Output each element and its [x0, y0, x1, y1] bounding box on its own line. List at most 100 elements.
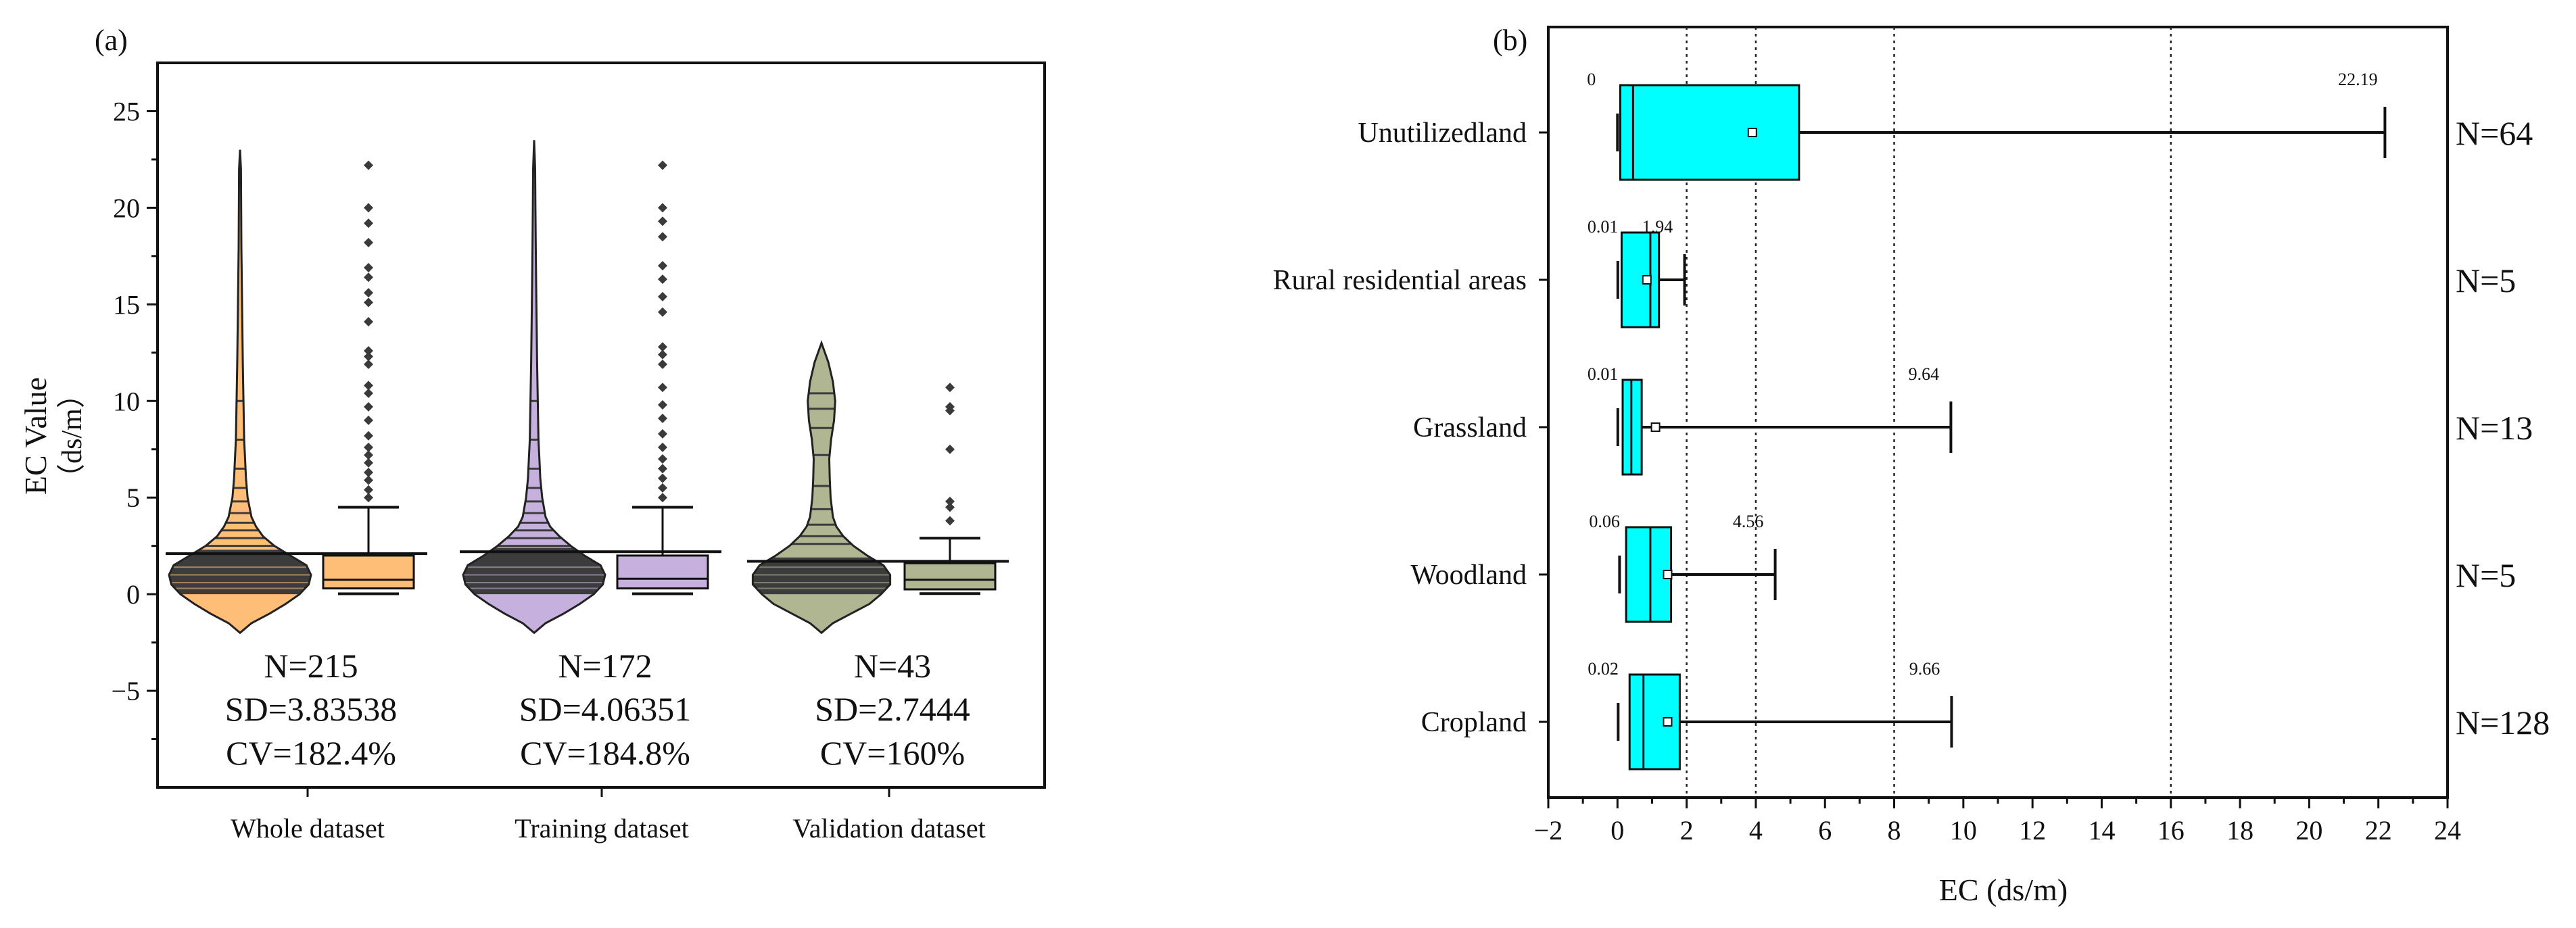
y-axis-label-line1: EC Value — [18, 377, 53, 495]
x-tick-label: 18 — [2226, 815, 2253, 846]
x-tick-label: 10 — [1950, 815, 1977, 846]
outlier-point — [658, 493, 667, 503]
n-label: N=13 — [2456, 409, 2533, 447]
outlier-point — [364, 475, 373, 485]
cv-label: CV=160% — [820, 734, 965, 772]
x-tick-label: 4 — [1749, 815, 1763, 846]
outlier-point — [364, 160, 373, 170]
x-tick-label: Validation dataset — [792, 813, 985, 844]
category-label: Rural residential areas — [1273, 265, 1527, 296]
outlier-point — [364, 468, 373, 478]
panel-a-stats-labels: N=215SD=3.83538CV=182.4%N=172SD=4.06351C… — [225, 647, 970, 772]
panel-b-label: (b) — [1493, 24, 1527, 57]
max-label: 4.56 — [1733, 512, 1764, 531]
min-label: 0.01 — [1588, 364, 1619, 384]
mean-marker — [1663, 570, 1673, 579]
y-tick-label: −5 — [111, 676, 140, 706]
n-label: N=172 — [558, 647, 652, 685]
sd-label: SD=4.06351 — [519, 690, 692, 728]
outlier-point — [658, 454, 667, 464]
sd-label: SD=2.7444 — [815, 690, 970, 728]
outlier-point — [658, 429, 667, 439]
box-0 — [322, 554, 415, 590]
violin-outline-0 — [168, 149, 312, 635]
outlier-point — [364, 493, 373, 503]
outlier-point — [658, 261, 667, 271]
x-tick-label: 6 — [1818, 815, 1832, 846]
outlier-point — [945, 496, 955, 506]
panel-b-x-axis-label: EC (ds/m) — [1939, 873, 2068, 907]
max-label: 22.19 — [2338, 70, 2378, 89]
outlier-point — [364, 415, 373, 425]
outlier-point — [364, 203, 373, 213]
outlier-point — [364, 263, 373, 273]
mean-marker — [1747, 128, 1757, 137]
violin-outline-1 — [462, 140, 606, 635]
category-label: Unutilizedland — [1358, 118, 1527, 149]
outlier-point — [945, 516, 955, 526]
outlier-point — [658, 359, 667, 369]
outlier-point — [364, 288, 373, 298]
outlier-point — [364, 388, 373, 398]
cv-label: CV=184.8% — [520, 734, 690, 772]
y-tick-label: 10 — [113, 386, 140, 416]
outlier-point — [658, 349, 667, 360]
x-tick-label: 8 — [1888, 815, 1901, 846]
mean-marker — [1663, 717, 1673, 727]
panel-a-y-axis-label: EC Value （ds/m） — [18, 377, 88, 495]
min-label: 0.01 — [1588, 217, 1619, 237]
outlier-point — [364, 351, 373, 362]
mean-marker — [1642, 275, 1652, 285]
outlier-point — [658, 307, 667, 317]
x-tick-label: −2 — [1534, 815, 1563, 846]
outlier-point — [364, 359, 373, 369]
violin-outline-2 — [751, 340, 892, 635]
x-tick-label: Training dataset — [515, 813, 688, 844]
outlier-point — [658, 473, 667, 483]
outlier-point — [364, 458, 373, 468]
n-label: N=5 — [2456, 262, 2516, 299]
x-tick-label: 0 — [1611, 815, 1624, 846]
violin-core-1 — [463, 547, 605, 595]
box-2 — [903, 562, 997, 591]
outlier-point — [658, 483, 667, 493]
box-1 — [616, 554, 709, 590]
y-tick-label: 15 — [113, 289, 140, 320]
outlier-point — [658, 291, 667, 301]
n-label: N=43 — [854, 647, 931, 685]
min-label: 0.02 — [1588, 659, 1619, 679]
outlier-point — [364, 272, 373, 283]
min-label: 0 — [1587, 70, 1596, 89]
outlier-point — [364, 401, 373, 412]
outlier-point — [658, 413, 667, 423]
box-rect — [1620, 231, 1661, 328]
x-tick-label: 16 — [2157, 815, 2185, 846]
n-label: N=215 — [264, 647, 358, 685]
outlier-point — [658, 203, 667, 213]
panel-a-mean-lines — [166, 550, 1009, 563]
outlier-point — [364, 450, 373, 460]
n-label: N=64 — [2456, 114, 2533, 152]
outlier-point — [364, 431, 373, 441]
panel-a-label: (a) — [95, 24, 128, 57]
sd-label: SD=3.83538 — [225, 690, 398, 728]
outlier-point — [658, 383, 667, 393]
outlier-point — [364, 381, 373, 391]
outlier-point — [364, 485, 373, 495]
violin-body-1 — [463, 140, 605, 633]
panel-a-violins — [168, 140, 892, 635]
outlier-point — [364, 317, 373, 327]
max-label: 1.94 — [1642, 217, 1673, 237]
outlier-point — [945, 401, 955, 412]
x-tick-label: 12 — [2019, 815, 2046, 846]
outlier-point — [364, 218, 373, 228]
